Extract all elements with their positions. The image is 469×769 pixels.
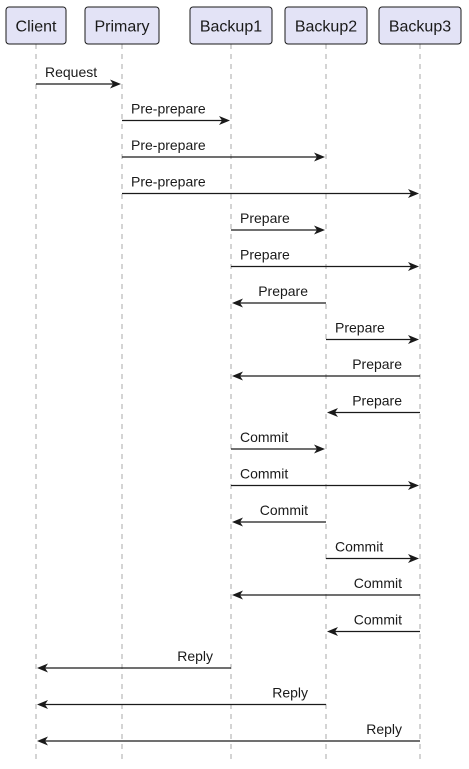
arrowhead-icon [232,371,243,381]
arrowhead-icon [408,262,419,271]
arrowhead-icon [327,627,338,636]
message-label: Commit [335,539,383,555]
arrowhead-icon [37,663,48,673]
participants: Client Primary Backup1 Backup2 Backup3 [5,6,462,45]
message-label: Pre-prepare [131,174,206,190]
arrowhead-icon [314,444,325,454]
participant-box [284,6,368,45]
participant-backup3: Backup3 [378,6,462,45]
participant-backup1: Backup1 [189,6,273,45]
message-label: Prepare [352,356,402,372]
arrowhead-icon [110,79,121,89]
message-label: Prepare [258,283,308,299]
arrowhead-icon [408,189,419,198]
arrowhead-icon [37,736,48,746]
message-label: Commit [354,612,402,628]
message-label: Reply [366,721,402,737]
arrowhead-icon [37,700,48,709]
participant-primary: Primary [84,6,160,45]
message-label: Request [45,64,97,80]
message-label: Prepare [240,247,290,263]
message-label: Reply [177,648,213,664]
message-client-to-primary: Request [36,64,121,89]
messages: RequestPre-preparePre-preparePre-prepare… [36,64,420,746]
arrowhead-icon [327,408,338,417]
message-backup1-to-backup2: Prepare [231,210,325,235]
message-backup2-to-backup1: Prepare [232,283,326,308]
message-label: Prepare [240,210,290,226]
message-label: Prepare [352,393,402,409]
message-backup2-to-backup3: Prepare [326,320,419,344]
participant-box [378,6,462,45]
arrowhead-icon [408,554,419,563]
arrowhead-icon [314,152,325,162]
message-primary-to-backup1: Pre-prepare [122,101,230,125]
arrowhead-icon [232,590,243,600]
arrowhead-icon [219,116,230,125]
participant-box [84,6,160,45]
message-primary-to-backup3: Pre-prepare [122,174,419,198]
participant-backup2: Backup2 [284,6,368,45]
message-backup3-to-client: Reply [37,721,420,746]
message-backup1-to-client: Reply [37,648,231,673]
message-backup2-to-client: Reply [37,685,326,709]
message-backup1-to-backup3: Commit [231,466,419,490]
message-backup1-to-backup2: Commit [231,429,325,454]
message-label: Pre-prepare [131,101,206,117]
message-label: Commit [260,502,308,518]
arrowhead-icon [408,335,419,344]
arrowhead-icon [232,298,243,308]
participant-box [5,6,67,45]
participant-client: Client [5,6,67,45]
participant-label: Primary [94,19,149,36]
message-label: Commit [240,429,288,445]
message-primary-to-backup2: Pre-prepare [122,137,325,162]
message-label: Reply [272,685,308,701]
arrowhead-icon [408,481,419,490]
participant-box [189,6,273,45]
message-label: Commit [240,466,288,482]
message-backup2-to-backup3: Commit [326,539,419,563]
message-label: Pre-prepare [131,137,206,153]
participant-label: Client [16,19,57,36]
message-label: Prepare [335,320,385,336]
message-backup3-to-backup2: Prepare [327,393,420,417]
message-backup3-to-backup1: Prepare [232,356,420,381]
arrowhead-icon [314,225,325,235]
participant-label: Backup1 [200,19,262,36]
message-backup1-to-backup3: Prepare [231,247,419,271]
message-label: Commit [354,575,402,591]
arrowhead-icon [232,517,243,527]
message-backup3-to-backup1: Commit [232,575,420,600]
message-backup2-to-backup1: Commit [232,502,326,527]
participant-label: Backup3 [389,19,451,36]
message-backup3-to-backup2: Commit [327,612,420,636]
participant-label: Backup2 [295,19,357,36]
